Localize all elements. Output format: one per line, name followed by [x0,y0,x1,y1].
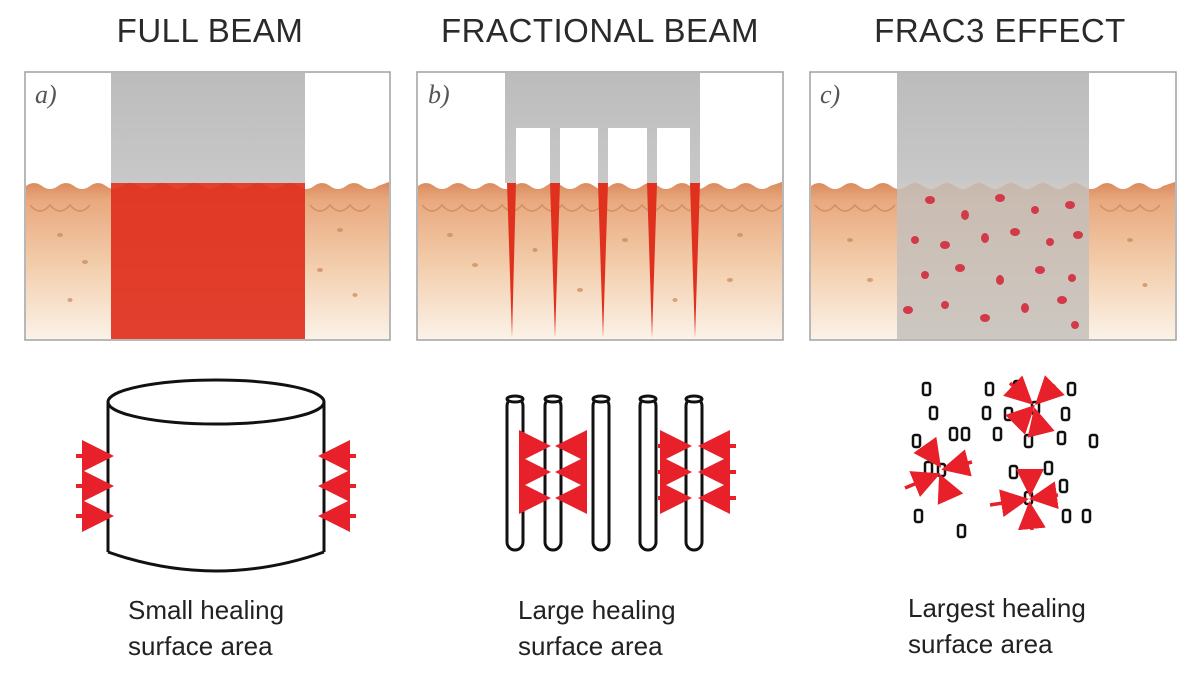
panel-b-title: FRACTIONAL BEAM [441,12,759,49]
beam-gray [897,73,1089,183]
panel-c-caption-line1: Largest healing [908,593,1086,623]
panel-a-cylinder [106,378,326,573]
tube [505,394,525,552]
panel-b-caption: Large healing surface area [518,592,676,664]
frac3-zone [897,183,1089,339]
panel-c-title: FRAC3 EFFECT [874,12,1126,49]
panel-a-arrows [76,440,356,532]
panel-a-title: FULL BEAM [116,12,304,49]
tube [684,394,704,552]
tube [591,394,611,552]
tube [543,394,563,552]
panel-c-micro-zones [911,379,1099,539]
panel-a-letter: a) [35,80,57,109]
diagram-canvas: a) b) [24,71,1177,573]
panel-a-caption: Small healing surface area [128,592,284,664]
panel-b-caption-line1: Large healing [518,595,676,625]
full-beam-ablation [111,183,305,339]
panel-c-letter: c) [820,80,840,109]
panel-b-caption-line2: surface area [518,631,663,661]
panel-a-skin-diagram: a) [24,71,391,341]
tube [638,394,658,552]
panel-a-caption-line2: surface area [128,631,273,661]
panel-c-arrows [904,375,1065,531]
beam-gray [111,73,305,183]
frac3-micro-injuries [903,194,1083,329]
panel-c-caption: Largest healing surface area [908,590,1086,662]
panel-b-arrows [519,430,736,514]
panel-c-skin-diagram: c) [809,71,1177,341]
panel-b-skin-diagram: b) [416,71,784,341]
panel-c-caption-line2: surface area [908,629,1053,659]
panel-a-caption-line1: Small healing [128,595,285,625]
fractional-columns [507,183,700,338]
beam-gray-comb [505,73,700,183]
panel-b-letter: b) [428,80,450,109]
